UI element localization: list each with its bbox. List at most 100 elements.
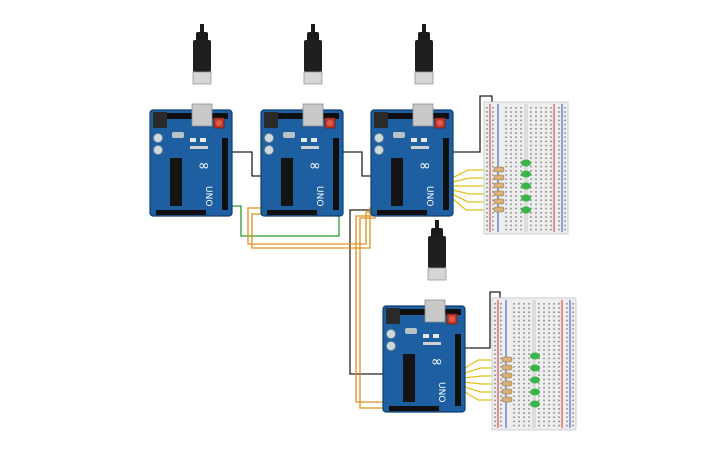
led-green[interactable] [530, 352, 540, 360]
breadboard-hole [558, 370, 560, 372]
breadboard-hole [513, 412, 515, 414]
resistor[interactable] [493, 166, 505, 173]
breadboard-hole [505, 119, 507, 122]
wire-orange-1[interactable] [247, 207, 372, 245]
wire-black-2-3[interactable] [343, 151, 372, 177]
led-green[interactable] [521, 170, 531, 178]
breadboard-hole [520, 191, 522, 193]
breadboard-hole [572, 387, 574, 389]
wire-black-bb1[interactable] [452, 95, 493, 153]
breadboard-hole [550, 144, 552, 147]
breadboard-hole [558, 395, 560, 397]
breadboard-hole [523, 315, 525, 318]
arduino-board-4[interactable]: UNO ∞ [382, 299, 466, 413]
led-green[interactable] [521, 182, 531, 190]
breadboard-hole [540, 178, 542, 180]
arduino-board-2[interactable]: UNO ∞ [260, 103, 344, 217]
breadboard-hole [520, 220, 522, 222]
breadboard-hole [500, 382, 502, 385]
breadboard-hole [550, 111, 552, 113]
breadboard-hole [500, 340, 502, 343]
resistor[interactable] [501, 396, 513, 403]
breadboard-hole [494, 378, 496, 381]
usb-cable-1[interactable] [192, 23, 212, 85]
breadboard-hole [486, 220, 488, 222]
breadboard-hole [553, 307, 555, 309]
breadboard-hole [553, 366, 555, 368]
breadboard-hole [500, 408, 502, 410]
breadboard-hole [492, 153, 494, 155]
arduino-board-1[interactable]: UNO ∞ [149, 103, 233, 217]
breadboard-hole [518, 349, 520, 351]
breadboard-hole [500, 395, 502, 397]
breadboard-hole [572, 328, 574, 330]
led-green[interactable] [530, 376, 540, 384]
breadboard-hole [540, 212, 542, 214]
breadboard-hole [523, 349, 525, 351]
breadboard-hole [545, 140, 547, 143]
breadboard-hole [564, 136, 566, 138]
breadboard-bottom[interactable] [491, 297, 577, 431]
breadboard-hole [515, 195, 517, 197]
breadboard-hole [548, 357, 550, 360]
breadboard-hole [494, 332, 496, 334]
led-green[interactable] [530, 364, 540, 372]
resistor[interactable] [501, 356, 513, 363]
breadboard-hole [566, 361, 568, 364]
breadboard-hole [553, 370, 555, 372]
breadboard-hole [566, 332, 568, 334]
breadboard-hole [513, 374, 515, 376]
breadboard-hole [543, 416, 545, 418]
breadboard-hole [520, 144, 522, 147]
resistor[interactable] [501, 372, 513, 379]
breadboard-hole [518, 382, 520, 385]
breadboard-hole [548, 416, 550, 418]
breadboard-hole [543, 315, 545, 318]
usb-cable-4[interactable] [427, 219, 447, 281]
usb-cable-2[interactable] [303, 23, 323, 85]
resistor[interactable] [501, 364, 513, 371]
breadboard-hole [494, 340, 496, 343]
breadboard-hole [543, 319, 545, 322]
resistor[interactable] [493, 190, 505, 197]
resistor[interactable] [493, 198, 505, 205]
breadboard-hole [545, 216, 547, 218]
breadboard-hole [558, 203, 560, 206]
resistor[interactable] [501, 388, 513, 395]
breadboard-hole [535, 161, 537, 164]
resistor[interactable] [493, 206, 505, 213]
led-green[interactable] [530, 400, 540, 408]
breadboard-hole [505, 140, 507, 143]
led-green[interactable] [521, 194, 531, 202]
arduino-board-3[interactable]: UNO ∞ [370, 103, 454, 217]
breadboard-hole [494, 403, 496, 406]
led-green[interactable] [530, 388, 540, 396]
breadboard-hole [543, 361, 545, 364]
breadboard-hole [535, 178, 537, 180]
breadboard-hole [513, 378, 515, 381]
breadboard-hole [535, 153, 537, 155]
breadboard-hole [553, 353, 555, 355]
breadboard-hole [558, 157, 560, 159]
usb-cable-3[interactable] [414, 23, 434, 85]
breadboard-hole [486, 132, 488, 134]
resistor[interactable] [493, 182, 505, 189]
led-green[interactable] [521, 206, 531, 214]
resistor[interactable] [493, 174, 505, 181]
breadboard-hole [528, 315, 530, 318]
wire-black-1-2[interactable] [232, 151, 262, 177]
wire-black-3-4[interactable] [349, 209, 386, 375]
breadboard-hole [558, 170, 560, 172]
breadboard-hole [505, 212, 507, 214]
breadboard-hole [518, 357, 520, 360]
wire-orange-3[interactable] [355, 215, 386, 403]
led-green[interactable] [521, 159, 531, 167]
breadboard-hole [518, 324, 520, 326]
breadboard-hole [486, 191, 488, 193]
resistor[interactable] [501, 380, 513, 387]
breadboard-hole [530, 178, 532, 180]
wire-black-bb2[interactable] [462, 291, 501, 349]
breadboard-hole [545, 199, 547, 201]
wire-orange-4[interactable] [359, 217, 386, 409]
breadboard-top[interactable] [483, 101, 569, 235]
